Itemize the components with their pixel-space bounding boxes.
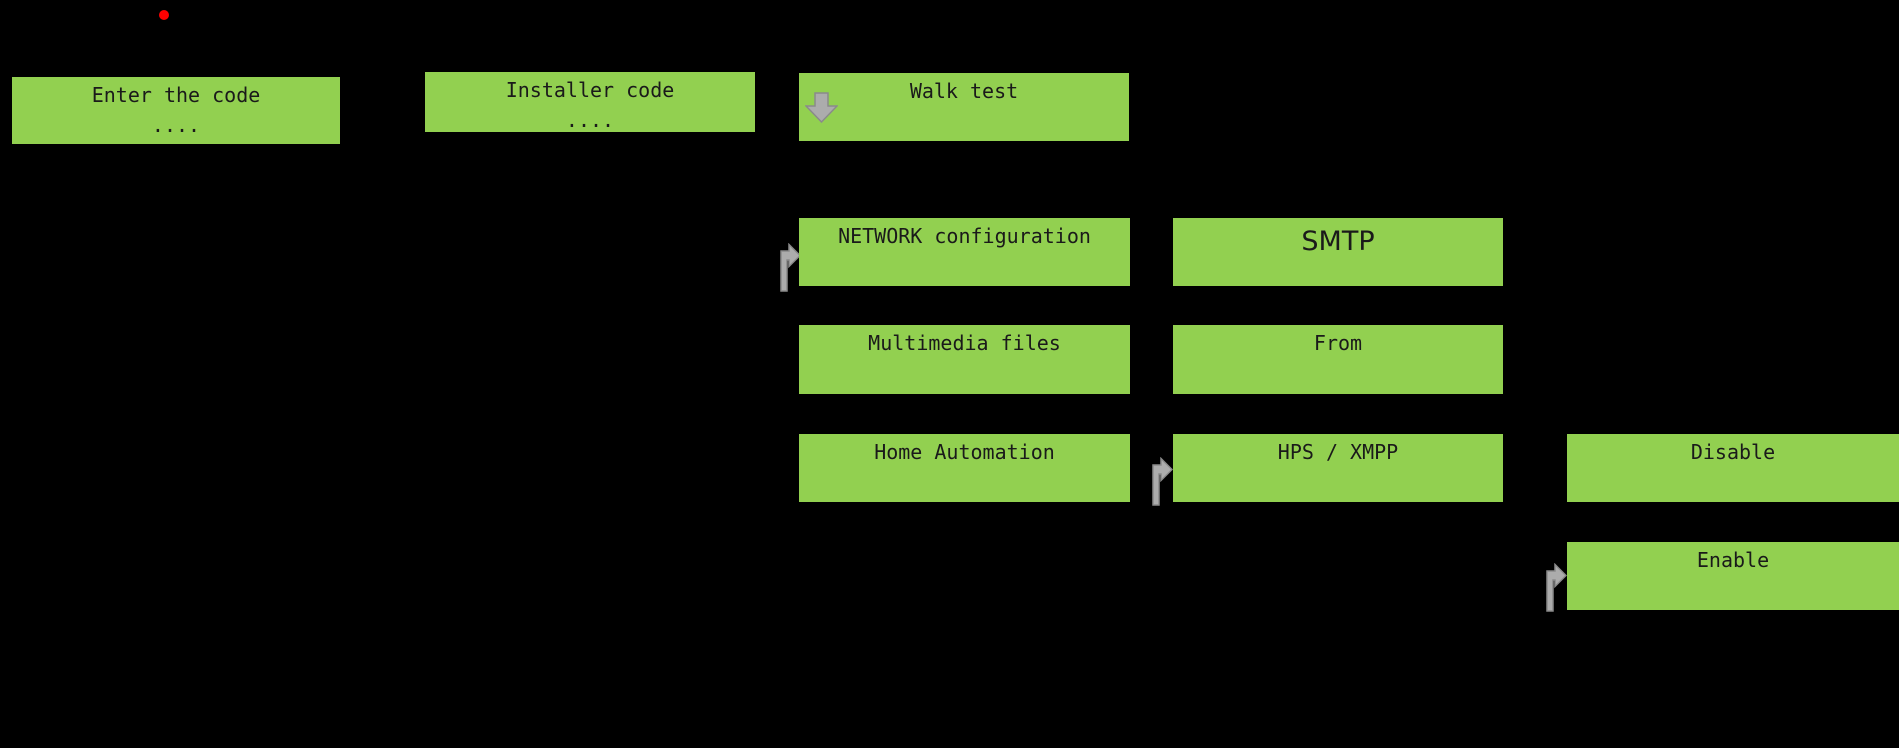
menu-node-enable: Enable [1567, 542, 1899, 610]
bent-up-right-arrow-icon [780, 243, 801, 292]
bent-up-right-arrow-icon [1152, 457, 1173, 506]
down-block-arrow-icon [805, 92, 838, 123]
menu-node-label: Installer code [505, 78, 675, 102]
menu-node-smtp: SMTP [1173, 218, 1503, 286]
menu-node-label: From [1313, 331, 1363, 355]
menu-node-label: Disable [1690, 440, 1776, 464]
red-led-indicator-icon [159, 10, 169, 20]
menu-node-label: SMTP [1301, 226, 1375, 257]
menu-node-label: Walk test [909, 79, 1019, 103]
menu-node-multimedia-files: Multimedia files [799, 325, 1130, 394]
menu-node-disable: Disable [1567, 434, 1899, 502]
bent-up-right-arrow-icon [1546, 563, 1567, 612]
menu-node-hps-xmpp: HPS / XMPP [1173, 434, 1503, 502]
menu-node-label: Home Automation [874, 440, 1055, 464]
menu-node-from: From [1173, 325, 1503, 394]
menu-node-home-automation: Home Automation [799, 434, 1130, 502]
menu-node-network-configuration: NETWORK configuration [799, 218, 1130, 286]
menu-node-label: NETWORK configuration [838, 224, 1091, 248]
code-dots-value: .... [565, 108, 615, 132]
menu-node-installer-code: Installer code .... [425, 72, 755, 132]
menu-node-label: HPS / XMPP [1277, 440, 1399, 464]
code-dots-value: .... [151, 113, 201, 137]
menu-node-label: Enter the code [91, 83, 261, 107]
menu-node-label: Enable [1696, 548, 1770, 572]
menu-node-label: Multimedia files [868, 331, 1061, 355]
menu-node-enter-the-code: Enter the code .... [12, 77, 340, 144]
menu-node-walk-test: Walk test [799, 73, 1129, 141]
